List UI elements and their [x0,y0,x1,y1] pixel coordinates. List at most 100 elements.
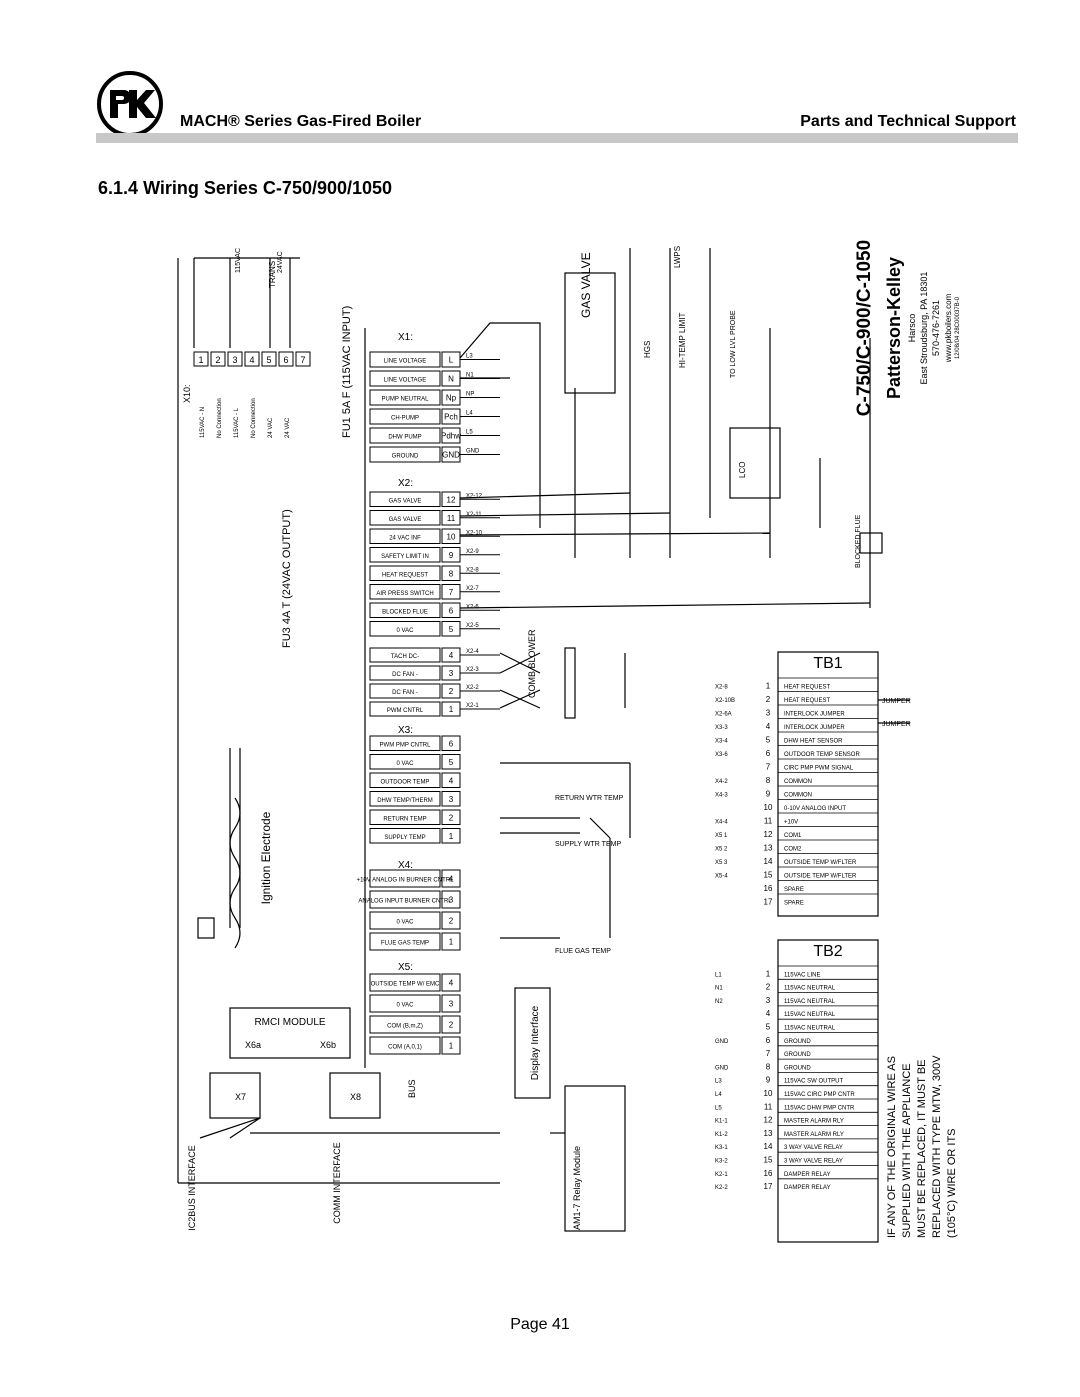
model-label: C-750/C-900/C-1050 [854,240,875,416]
tb2-wire-label: K1-1 [715,1119,728,1125]
note-line: REPLACED WITH TYPE MTW, 300V [931,1055,943,1238]
x1-pin-label: Np [446,394,457,403]
tb1-terminal-number: 16 [764,884,773,893]
tb1-wire-label: X2-8 [715,685,728,691]
x2-item-box [369,491,441,507]
tb1-terminal-label: INTERLOCK JUMPER [784,725,845,731]
web-label: www.pkboilers.com [944,293,953,363]
lco-label: LCO [738,462,747,478]
x4-pin-box [441,911,461,930]
x2-item-box [369,547,441,563]
tb1-terminal-number: 6 [766,749,771,758]
x2-pin-label: 9 [449,551,454,560]
x2b-item-box [369,665,441,681]
tb2-wire-label: K2-2 [715,1185,728,1191]
tb1-terminal-label: INTERLOCK JUMPER [784,712,845,718]
tb2-terminal-number: 13 [764,1129,773,1138]
ignition-label: Ignition Electrode [259,811,273,904]
x2-wire-label: X2-5 [466,623,479,629]
x1-wire-label: NP [466,392,474,398]
x10-pin-label: 6 [283,355,288,365]
x2b-wire-label: X2-1 [466,703,479,709]
blower-label: COMB BLOWER [527,629,537,698]
x3-pin-box [441,772,461,788]
x3-pin-box [441,828,461,844]
x2-item-label: BLOCKED FLUE [382,609,428,615]
x3-pin-box [441,735,461,751]
tb1-terminal-number: 11 [764,817,773,826]
tb2-terminal-number: 6 [766,1036,771,1045]
x10-item-label: 115VAC - L [234,407,240,438]
tb2-terminal-number: 15 [764,1156,773,1165]
tb1-terminal-label: OUTSIDE TEMP W/FLTER [784,860,857,866]
x2b-item-label: DC FAN - [392,690,418,696]
tb2-terminal-label: 3 WAY VALVE RELAY [784,1159,843,1165]
x1-item-box [369,370,441,387]
tb2-terminal-label: MASTER ALARM RLY [784,1132,844,1138]
tb2-terminal-label: DAMPER RELAY [784,1172,831,1178]
address-label: East Stroudsburg, PA 18301 [919,272,929,385]
tb2-terminal-label: 115VAC LINE [784,972,820,978]
section-heading: 6.1.4 Wiring Series C-750/900/1050 [98,178,392,199]
x5-pin-box [441,994,461,1013]
x1-wire-label: N1 [466,373,474,379]
tb2-wire-label: K2-1 [715,1172,728,1178]
x10-item-label: 24 VAC [285,417,291,438]
tb2-terminal-label: DAMPER RELAY [784,1185,831,1191]
x1-item-box [369,427,441,444]
tb1-wire-label: X5 2 [715,847,728,853]
x2b-item-label: PWM CNTRL [387,708,424,714]
x5-header: X5: [398,962,413,973]
tb2-terminal-number: 4 [766,1009,771,1018]
x7-label: X7 [235,1092,246,1102]
x2b-wire-label: X2-3 [466,667,479,673]
tb1-wire-label: X4-4 [715,820,728,826]
tb2-terminal-label: 115VAC NEUTRAL [784,1012,836,1018]
x5-pin-box [441,1015,461,1034]
x10-pin-box [261,351,277,367]
x10-pin-label: 4 [249,355,254,365]
tb1-wire-label: X2-6A [715,712,732,718]
page-number: 41 [552,1316,570,1333]
x2-pin-label: 8 [449,569,454,578]
x1-item-label: CH-PUMP [391,416,419,422]
x10-item-label: No Connection [251,398,257,438]
x1-item-box [369,446,441,463]
tb2-wire-label: L1 [715,972,722,978]
section-number: 6.1.4 [98,178,139,198]
tb2-terminal-number: 2 [766,983,771,992]
tb2-terminal-label: MASTER ALARM RLY [784,1119,844,1125]
x2b-item-label: TACH DC- [391,654,419,660]
return-temp-label: RETURN WTR TEMP [555,795,624,802]
x2-item-label: SAFETY LIMIT IN [381,554,429,560]
x10-header: X10: [182,384,192,403]
x10-pin-label: 3 [232,355,237,365]
blocked-flue-label: BLOCKED FLUE [855,514,862,568]
x4-item-box [369,869,441,888]
trans-115-label: 115VAC [235,248,242,273]
x3-item-box [369,754,441,770]
x2-item-box [369,510,441,526]
x1-pin-label: Pdhw [441,432,461,441]
x3-pin-label: 3 [449,795,454,804]
tb1-terminal-label: OUTDOOR TEMP SENSOR [784,752,860,758]
x5-pin-label: 2 [449,1021,454,1030]
x2-item-label: 24 VAC INF [389,535,421,541]
jumper-label-2: JUMPER [882,721,911,728]
tb2-terminal-number: 5 [766,1023,771,1032]
tb2-wire-label: K1-2 [715,1132,728,1138]
x4-pin-box [441,932,461,951]
x3-pin-label: 1 [449,832,454,841]
x4-item-label: ANALOG INPUT BURNER CNTRL [358,899,452,905]
tb1-terminal-number: 17 [764,898,773,907]
x5-item-label: COM (B,m,Z) [387,1024,423,1030]
tb1-terminal-number: 12 [764,830,773,839]
x4-pin-box [441,890,461,909]
tb1-wire-label: X3-6 [715,752,728,758]
x5-item-label: OUTSIDE TEMP W/ EMC [371,982,440,988]
x8-label: X8 [350,1092,361,1102]
